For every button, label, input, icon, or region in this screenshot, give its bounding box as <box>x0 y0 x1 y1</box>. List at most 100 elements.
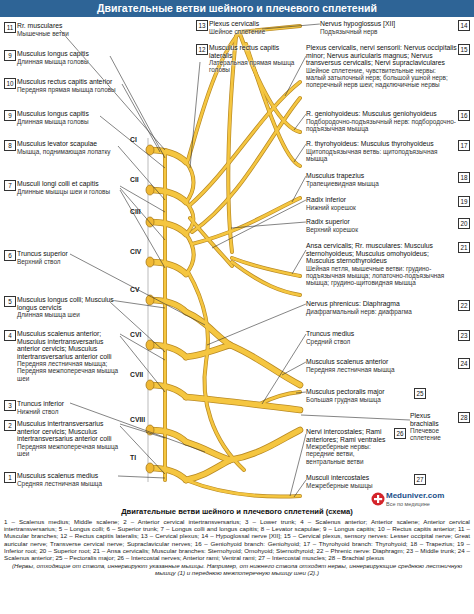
leader-line <box>190 62 200 168</box>
spinal-ganglion <box>146 463 154 473</box>
spinal-ganglion <box>146 185 154 195</box>
russian-term: Трапециевидная мышца <box>306 180 457 187</box>
spinal-ganglion <box>146 145 154 473</box>
caption-heading: Двигательные ветви шейного и плечевого с… <box>4 507 470 516</box>
latin-term: Musculi longi colli et capitis <box>17 180 122 188</box>
callout-number: 28 <box>458 412 470 423</box>
callout-label: 17R. thyrohyoideus: Musculus thyrohyoide… <box>306 140 470 162</box>
watermark-logo <box>372 493 385 506</box>
leader-line <box>212 200 306 248</box>
callout-label: 20Radix superiorВерхний корешок <box>306 218 470 233</box>
callout-label: 21Ansa cervicalis; Rr. musculares: Muscu… <box>306 242 470 286</box>
russian-term: Мышца, поднимающая лопатку <box>17 148 122 155</box>
segment-label: CVIII <box>130 416 150 423</box>
callout-number: 5 <box>4 296 16 307</box>
callout-number: 25 <box>414 388 426 399</box>
leader-line <box>110 302 165 352</box>
callout-number: 12 <box>196 44 208 55</box>
latin-term: Radix superior <box>306 218 457 226</box>
leader-line <box>122 84 160 152</box>
callout-number: 14 <box>458 20 470 31</box>
callout-number: 23 <box>458 330 470 341</box>
leader-line <box>120 190 165 268</box>
latin-term: Nervus hypoglossus [XII] <box>320 20 457 28</box>
latin-term: Musculus scalenus anterior; Musculus int… <box>17 330 122 360</box>
russian-term: Межреберные мышцы <box>306 482 413 489</box>
leader-line <box>262 334 306 404</box>
russian-term: Шейное сплетение <box>209 28 296 35</box>
latin-term: Plexus cervicalis <box>209 20 296 28</box>
russian-term: Плечевое сплетение <box>410 427 457 442</box>
callout-label: 6Truncus superiorВерхний ствол <box>4 250 122 265</box>
latin-term: Musculus pectoralis major <box>306 388 413 396</box>
latin-term: R. thyrohyoideus: Musculus thyrohyoideus <box>306 140 457 148</box>
segment-label: TI <box>130 454 150 461</box>
russian-term: Межреберные нервы: передние ветви, вентр… <box>306 443 393 465</box>
latin-term: Radix inferior <box>306 196 457 204</box>
russian-term: Подъязычный нерв <box>320 28 457 35</box>
segment-label: CVII <box>130 371 150 378</box>
russian-term: Длинные мышцы шеи и головы <box>17 188 122 195</box>
callout-number: 24 <box>458 358 470 369</box>
leader-line <box>70 254 205 325</box>
callout-label: 12Musculus rectus capitis lateralisЛатер… <box>196 44 296 74</box>
callout-number: 21 <box>458 242 470 253</box>
russian-term: Длинная мышца головы <box>17 58 122 65</box>
watermark-text: Все по медицине <box>386 501 474 507</box>
leader-line <box>120 334 165 360</box>
leader-line <box>292 250 306 274</box>
callout-number: 19 <box>458 196 470 207</box>
leader-line <box>120 424 165 438</box>
russian-term: Передняя лестничная мышца <box>306 366 457 373</box>
leader-line <box>118 146 165 200</box>
callout-label: 26Nervi intercostales; Rami anteriores; … <box>306 428 406 465</box>
callout-number: 4 <box>4 330 16 341</box>
nerve-trunk <box>150 150 300 480</box>
callout-label: 11Rr. muscularesМышечные ветви <box>4 22 122 37</box>
leader-line <box>110 300 165 308</box>
latin-term: Plexus cervicalis, nervi sensorii: Nervu… <box>306 44 457 67</box>
segment-label: CI <box>130 136 150 143</box>
latin-term: Musculus rectus capitis lateralis <box>209 44 296 59</box>
nerve-trunk <box>165 26 300 496</box>
spinal-ganglion <box>146 295 154 305</box>
russian-term: Нижний корешок <box>306 204 457 211</box>
callout-label: 25Musculus pectoralis majorБольшая грудн… <box>306 388 426 403</box>
leader-line <box>290 434 306 496</box>
latin-term: Musculus trapezius <box>306 172 457 180</box>
callout-label: 1Musculus scalenus mediusСредняя лестнич… <box>4 472 122 487</box>
callout-number: 16 <box>458 110 470 121</box>
nerve-trunk <box>165 26 300 496</box>
nerve-trunk <box>150 150 300 480</box>
callout-label: 28Plexus brachialisПлечевое сплетение <box>410 412 470 442</box>
callout-label: 9Musculus longus capitisДлинная мышца го… <box>4 110 122 125</box>
callout-label: 24Musculus scalenus anteriorПередняя лес… <box>306 358 470 373</box>
leader-line <box>110 56 165 158</box>
leader-line <box>231 222 306 228</box>
callout-number: 18 <box>458 172 470 183</box>
callout-number: 3 <box>4 400 16 411</box>
callout-number: 17 <box>458 140 470 151</box>
watermark-logo <box>374 498 382 500</box>
nerve-trunk <box>150 26 300 496</box>
latin-term: Ansa cervicalis; Rr. musculares: Musculu… <box>306 242 457 265</box>
russian-term: Подбородочно-подъязычный нерв: подбородо… <box>306 118 457 133</box>
leader-line <box>100 116 165 168</box>
callout-number: 9 <box>4 50 16 61</box>
russian-term: Длинная мышца головы <box>17 118 122 125</box>
latin-term: Truncus superior <box>17 250 122 258</box>
segment-label: CVI <box>130 331 150 338</box>
russian-term: Щитоподъязычная ветвь: щитоподъязычная м… <box>306 148 457 163</box>
segment-label: CIV <box>130 248 150 255</box>
latin-term: Musculus intertransversarius anterior ce… <box>17 420 122 443</box>
callout-number: 20 <box>458 218 470 229</box>
callout-label: 2Musculus intertransversarius anterior c… <box>4 420 122 457</box>
callout-number: 26 <box>394 428 406 439</box>
callout-label: 7Musculi longi colli et capitisДлинные м… <box>4 180 122 195</box>
callout-label: 18Musculus trapeziusТрапециевидная мышца <box>306 172 470 187</box>
russian-term: Средняя лестничная мышца <box>17 480 122 487</box>
callout-label: 9Musculus longus capitisДлинная мышца го… <box>4 50 122 65</box>
latin-term: Truncus inferior <box>17 400 122 408</box>
russian-term: Нижний ствол <box>17 408 122 415</box>
